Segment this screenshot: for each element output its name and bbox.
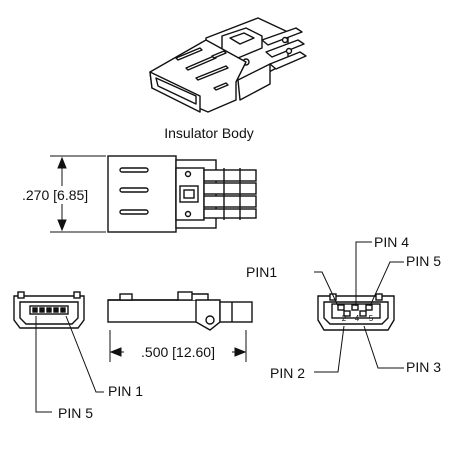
caption-insulator-body: Insulator Body bbox=[164, 125, 254, 141]
front-pin5-label: PIN 5 bbox=[58, 405, 93, 421]
face-pin5-label: PIN 5 bbox=[406, 253, 441, 269]
isometric-connector bbox=[149, 17, 307, 113]
face-pin3-label: PIN 3 bbox=[406, 359, 441, 375]
front-pin1-label: PIN 1 bbox=[108, 383, 143, 399]
face-detail-leaders bbox=[314, 241, 404, 373]
front-view-leaders bbox=[35, 315, 104, 413]
length-dimension bbox=[109, 330, 247, 362]
face-num-2: 2 bbox=[342, 314, 347, 323]
face-pin1-label: PIN1 bbox=[246, 264, 277, 280]
top-view bbox=[107, 155, 257, 233]
face-pin2-label: PIN 2 bbox=[270, 365, 305, 381]
face-pin4-label: PIN 4 bbox=[374, 234, 409, 250]
height-dimension bbox=[50, 155, 106, 233]
length-dimension-label: .500 [12.60] bbox=[141, 344, 215, 360]
face-num-4: 4 bbox=[355, 314, 360, 323]
height-dimension-label: .270 [6.85] bbox=[22, 187, 88, 203]
side-view bbox=[107, 291, 253, 331]
front-view bbox=[13, 291, 85, 329]
face-num-5: 5 bbox=[369, 314, 374, 323]
